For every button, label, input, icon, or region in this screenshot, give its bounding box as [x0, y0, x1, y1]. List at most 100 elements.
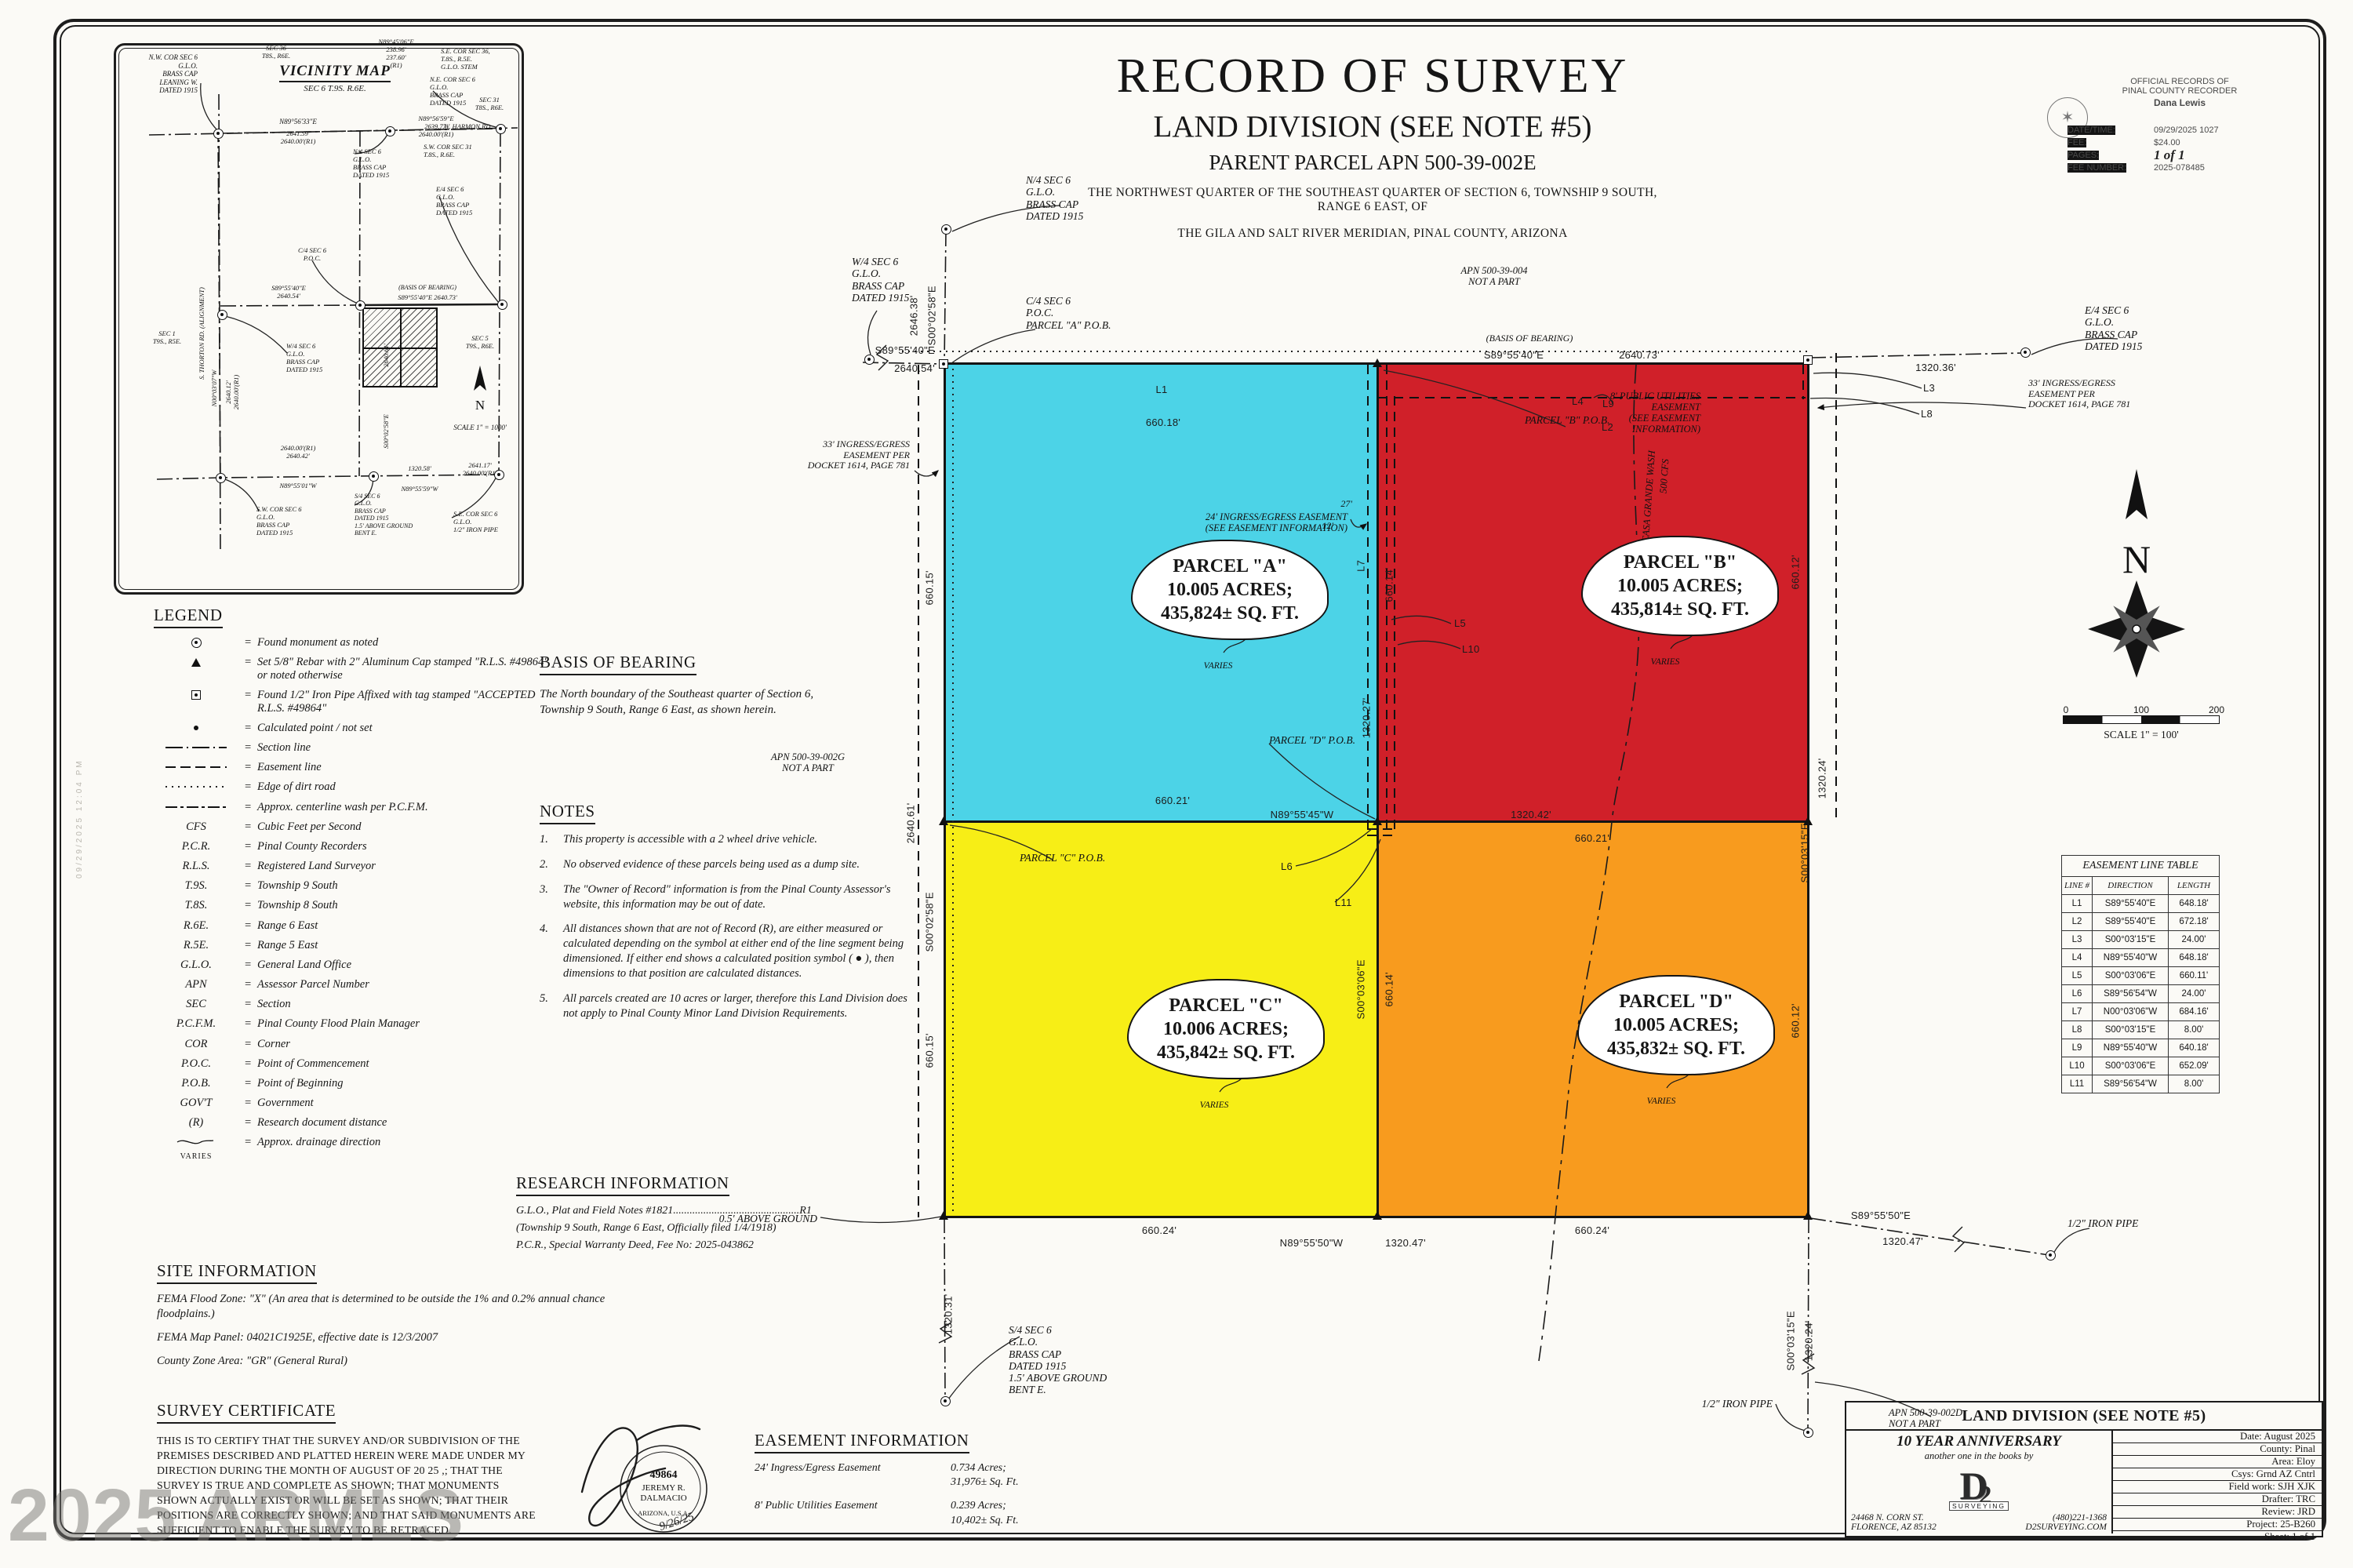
table-cell: 672.18': [2179, 917, 2209, 926]
legend-symbol-mon-circ: [154, 636, 238, 649]
legend-mon-dot-icon: [194, 725, 198, 730]
legend-abbr: APN: [185, 978, 207, 991]
survey-certificate-section: SURVEY CERTIFICATE THIS IS TO CERTIFY TH…: [157, 1401, 540, 1537]
easement-area: 0.239 Acres; 10,402± Sq. Ft.: [951, 1500, 1019, 1526]
research-title: RESEARCH INFORMATION: [516, 1173, 729, 1196]
legend-equals: =: [244, 1076, 252, 1090]
vicinity-annotation: SEC 1 T9S., R5E.: [152, 329, 182, 346]
legend-symbol-line-ease: [154, 761, 238, 773]
plat-annotation: APN 500-39-002D NOT A PART: [1889, 1407, 1963, 1430]
legend-abbr: P.C.F.M.: [176, 1017, 216, 1031]
easement-l11: [1367, 835, 1397, 836]
legend-equals: =: [244, 839, 252, 853]
table-cell: L7: [2062, 1003, 2093, 1020]
parent-parcel: PARENT PARCEL APN 500-39-002E: [1209, 151, 1537, 174]
plat-annotation: C/4 SEC 6 P.O.C. PARCEL "A" P.O.B.: [1026, 295, 1111, 331]
plat-annotation: S89°55'40"E: [875, 344, 935, 356]
plat-annotation: L6: [1280, 860, 1293, 872]
table-cell: 648.18': [2179, 953, 2209, 962]
legend-abbr: T.9S.: [184, 879, 208, 893]
legend-equals: =: [244, 1136, 252, 1149]
parcel-sqft: 435,842± SQ. FT.: [1156, 1042, 1296, 1063]
stamp-row-label: FEE NUMBER:: [2068, 163, 2127, 173]
legend-abbr: CFS: [186, 820, 206, 833]
legend-item: =Calculated point / not set: [154, 722, 550, 735]
d2-surveying-logo: D2 SURVEYING: [1846, 1463, 2111, 1511]
legend-line-ease-icon: [165, 766, 227, 769]
monument-tri: [939, 1211, 948, 1220]
vicinity-annotation: N.W. COR SEC 6 G.L.O. BRASS CAP LEANING …: [148, 53, 198, 95]
legend-symbol-abbr: SEC: [154, 998, 238, 1011]
plat-annotation: 660.24': [1141, 1224, 1177, 1236]
legend-item: =Set 5/8" Rebar with 2" Aluminum Cap sta…: [154, 656, 550, 682]
note-number: 4.: [540, 922, 548, 936]
legend-label: Cubic Feet per Second: [257, 820, 362, 833]
legend-label: Calculated point / not set: [257, 721, 373, 734]
site-title: SITE INFORMATION: [157, 1261, 317, 1284]
legend-item: P.O.C.=Point of Commencement: [154, 1057, 550, 1071]
plat-annotation: 33' INGRESS/EGRESS EASEMENT PER DOCKET 1…: [807, 438, 910, 471]
legend-label: Point of Commencement: [257, 1057, 369, 1070]
parcel-name: PARCEL "B": [1623, 552, 1737, 573]
vicinity-annotation: E/4 SEC 6 G.L.O. BRASS CAP DATED 1915: [436, 185, 473, 217]
legend-item: =Found 1/2" Iron Pipe Affixed with tag s…: [154, 689, 550, 715]
research-item: P.C.R., Special Warranty Deed, Fee No: 2…: [516, 1239, 754, 1252]
legend-item: R.L.S.=Registered Land Surveyor: [154, 860, 550, 873]
firm-address-1: 24468 N. CORN ST.: [1851, 1513, 1924, 1523]
title-block-row: Sheet: 1 of 1: [2264, 1531, 2315, 1542]
vicinity-annotation: S.W. COR SEC 31 T.8S., R.6E.: [424, 143, 472, 159]
note-text: All parcels created are 10 acres or larg…: [563, 991, 907, 1020]
title-block-row: Csys: Grnd AZ Cntrl: [2113, 1468, 2322, 1481]
legend-symbol-abbr: P.C.F.M.: [154, 1017, 238, 1031]
easement-information-section: EASEMENT INFORMATION 24' Ingress/Egress …: [755, 1431, 1092, 1537]
legend-label: Research document distance: [257, 1116, 387, 1130]
site-info-item: FEMA Flood Zone: "X" (An area that is de…: [157, 1293, 606, 1320]
legend-mon-circ-icon: [191, 637, 202, 648]
plat-annotation: N89°55'45"W: [1270, 809, 1334, 820]
vicinity-annotation: S.W. COR SEC 6 G.L.O. BRASS CAP DATED 19…: [256, 505, 302, 537]
easement-info-title: EASEMENT INFORMATION: [755, 1431, 969, 1453]
table-cell: N89°55'40"W: [2093, 949, 2169, 966]
dirt-road-west: [952, 369, 954, 1214]
monument-circ: [940, 1396, 951, 1406]
parcel-A-label-cloud: PARCEL "A"10.005 ACRES;435,824± SQ. FT.: [1131, 540, 1329, 640]
legend-equals: =: [244, 1057, 252, 1070]
boundary-west: [944, 362, 946, 1218]
plat-annotation: 1320.47': [1882, 1235, 1923, 1247]
stamp-row: DATE/TIME:09/29/2025 1027: [2068, 126, 2287, 138]
plat-annotation: S89°55'40"E: [1483, 349, 1544, 361]
legend-symbol-abbr: T.8S.: [154, 899, 238, 912]
legend-item: COR=Corner: [154, 1038, 550, 1051]
vicinity-annotation: N.E. COR SEC 6 G.L.O. BRASS CAP DATED 19…: [430, 75, 475, 107]
legal-description-2: THE GILA AND SALT RIVER MERIDIAN, PINAL …: [1177, 227, 1568, 240]
legend-item: R.6E.=Range 6 East: [154, 919, 550, 933]
legend-item: =Approx. centerline wash per P.C.F.M.: [154, 801, 550, 814]
stamp-row-label: FEE:: [2068, 138, 2087, 147]
legend-abbr: R.L.S.: [182, 860, 210, 873]
plat-annotation: 660.15': [923, 570, 936, 606]
legend-item: SEC=Section: [154, 998, 550, 1011]
legend-label: Pinal County Flood Plain Manager: [257, 1017, 420, 1031]
vicinity-annotation: N89°45'06"E 238.96' 237.60' (R1): [378, 38, 414, 70]
certificate-title: SURVEY CERTIFICATE: [157, 1401, 336, 1424]
title-block-header: LAND DIVISION (SEE NOTE #5): [1846, 1402, 2322, 1431]
boundary-east: [1807, 362, 1809, 1218]
plat-annotation: S00°03'06"E: [1355, 959, 1367, 1020]
legend-label: Found 1/2" Iron Pipe Affixed with tag st…: [257, 689, 536, 715]
legend-equals: =: [244, 919, 252, 932]
note-number: 3.: [540, 882, 548, 896]
legend-symbol-abbr: APN: [154, 978, 238, 991]
easement-24ft-east: [1386, 365, 1387, 836]
legend-abbr: R.6E.: [183, 919, 209, 932]
note-text: All distances shown that are not of Reco…: [563, 922, 904, 980]
table-cell: S89°56'54"W: [2093, 985, 2169, 1002]
legend-item: P.C.F.M.=Pinal County Flood Plain Manage…: [154, 1017, 550, 1031]
note-number: 1.: [540, 833, 548, 846]
legend-symbol-line-wash: [154, 801, 238, 813]
note-text: This property is accessible with a 2 whe…: [563, 833, 818, 846]
legend-varies-icon: VARIES: [173, 1136, 220, 1161]
legend-equals: =: [244, 741, 252, 755]
